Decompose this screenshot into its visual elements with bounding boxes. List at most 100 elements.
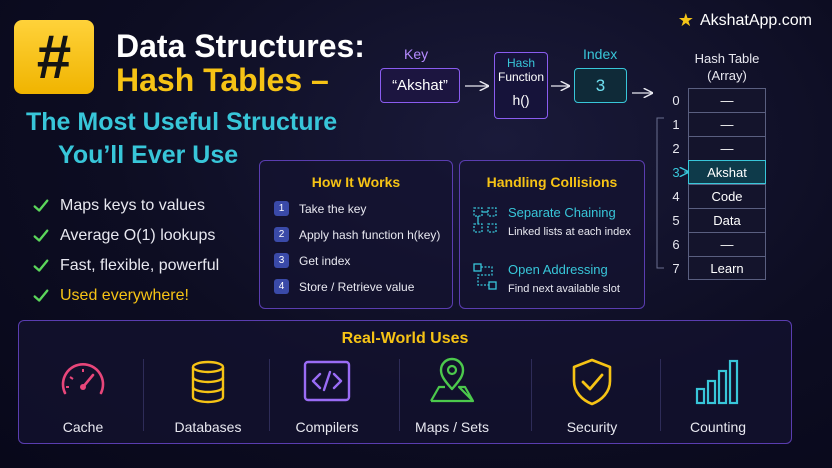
- use-cache: Cache: [19, 355, 147, 441]
- collision-method: Open Addressing Find next available slot: [472, 262, 620, 295]
- feature-text: Average O(1) lookups: [60, 227, 216, 244]
- table-cell: —: [688, 112, 766, 136]
- step-number: 1: [274, 201, 289, 216]
- table-index: 2: [672, 140, 680, 156]
- step-item: 1 Take the key: [274, 201, 366, 216]
- hash-label: Hash: [506, 56, 535, 70]
- key-box: “Akshat”: [380, 68, 460, 103]
- divider: [143, 359, 144, 431]
- map-pin-icon: [430, 357, 475, 403]
- shield-check-icon: [572, 358, 612, 406]
- feature-item: Average O(1) lookups: [32, 221, 219, 251]
- step-item: 2 Apply hash function h(key): [274, 227, 440, 242]
- check-icon: [33, 199, 49, 212]
- hash-table: — — — Akshat Code Data — Learn: [688, 88, 766, 280]
- use-security: Security: [528, 355, 656, 441]
- table-index: 6: [672, 236, 680, 252]
- table-cell: Data: [688, 208, 766, 232]
- divider: [660, 359, 661, 431]
- feature-item: Maps keys to values: [32, 191, 219, 221]
- check-icon: [33, 289, 49, 302]
- use-label: Security: [566, 419, 618, 435]
- table-cell: —: [688, 136, 766, 160]
- star-icon: ★: [677, 10, 694, 30]
- use-label: Databases: [174, 419, 242, 435]
- real-world-title: Real-World Uses: [341, 330, 469, 347]
- how-it-works-title: How It Works: [311, 174, 401, 190]
- table-index: 3: [672, 164, 680, 180]
- table-cell: Learn: [688, 256, 766, 280]
- how-it-works-panel: How It Works 1 Take the key 2 Apply hash…: [259, 160, 453, 309]
- chaining-icon: [473, 207, 497, 233]
- use-label: Counting: [689, 419, 747, 435]
- step-text: Take the key: [299, 201, 367, 216]
- table-cell: —: [688, 88, 766, 112]
- step-item: 4 Store / Retrieve value: [274, 279, 414, 294]
- collision-method: Separate Chaining Linked lists at each i…: [472, 205, 631, 238]
- hash-logo: #: [14, 20, 94, 94]
- feature-item: Fast, flexible, powerful: [32, 251, 219, 281]
- use-databases: Databases: [144, 355, 272, 441]
- code-icon: [303, 360, 351, 402]
- step-number: 2: [274, 227, 289, 242]
- index-label: Index: [583, 46, 618, 62]
- feature-text: Fast, flexible, powerful: [60, 257, 220, 274]
- function-label: Function: [497, 70, 545, 84]
- hash-call: h(): [512, 92, 530, 108]
- use-label: Compilers: [295, 419, 359, 435]
- table-index: 1: [672, 116, 680, 132]
- step-text: Store / Retrieve value: [299, 279, 415, 294]
- speedometer-icon: [61, 362, 105, 395]
- index-column: 0 1 2 3 4 5 6 7: [666, 88, 686, 280]
- hash-function-box: Hash Function h(): [494, 52, 548, 119]
- step-text: Apply hash function h(key): [299, 227, 441, 242]
- brand[interactable]: ★ AkshatApp.com: [678, 10, 812, 31]
- title-line-2: Hash Tables –: [116, 62, 329, 98]
- collisions-panel: Handling Collisions Separate Chaining Li…: [459, 160, 645, 309]
- use-compilers: Compilers: [263, 355, 391, 441]
- step-text: Get index: [299, 253, 351, 268]
- step-item: 3 Get index: [274, 253, 350, 268]
- hash-symbol: #: [36, 22, 72, 92]
- table-index: 5: [672, 212, 680, 228]
- use-label: Maps / Sets: [415, 419, 489, 435]
- use-label: Cache: [62, 419, 104, 435]
- open-addressing-icon: [473, 263, 497, 290]
- table-bracket: [656, 117, 664, 269]
- use-maps-sets: Maps / Sets: [388, 355, 516, 441]
- database-icon: [191, 360, 225, 404]
- step-number: 3: [274, 253, 289, 268]
- divider: [531, 359, 532, 431]
- collision-method-title: Open Addressing: [508, 262, 608, 277]
- feature-item: Used everywhere!: [32, 281, 219, 311]
- table-cell: Code: [688, 184, 766, 208]
- table-index: 7: [672, 260, 680, 276]
- collisions-title: Handling Collisions: [486, 174, 618, 190]
- table-index: 4: [672, 188, 680, 204]
- index-box: 3: [574, 68, 627, 103]
- use-counting: Counting: [654, 355, 782, 441]
- collision-method-desc: Linked lists at each index: [508, 226, 631, 238]
- hash-table-title: Hash Table: [694, 51, 760, 66]
- hash-table-subtitle: (Array): [707, 68, 747, 83]
- collision-method-desc: Find next available slot: [508, 283, 620, 295]
- subtitle-line-2: You’ll Ever Use: [58, 141, 239, 169]
- check-icon: [33, 229, 49, 242]
- key-label: Key: [404, 46, 429, 62]
- collision-method-title: Separate Chaining: [508, 205, 616, 220]
- brand-name: AkshatApp.com: [699, 11, 812, 29]
- real-world-panel: Real-World Uses Cache Databases Comp: [18, 320, 792, 444]
- feature-text: Maps keys to values: [60, 197, 205, 214]
- table-index: 0: [672, 92, 680, 108]
- step-number: 4: [274, 279, 289, 294]
- title-line-1: Data Structures:: [116, 28, 365, 64]
- divider: [399, 359, 400, 431]
- divider: [269, 359, 270, 431]
- feature-text: Used everywhere!: [60, 287, 189, 304]
- bar-chart-icon: [695, 359, 739, 405]
- table-cell-highlighted: Akshat: [688, 160, 766, 184]
- check-icon: [33, 259, 49, 272]
- feature-list: Maps keys to values Average O(1) lookups…: [32, 191, 219, 311]
- subtitle-line-1: The Most Useful Structure: [26, 108, 338, 136]
- table-cell: —: [688, 232, 766, 256]
